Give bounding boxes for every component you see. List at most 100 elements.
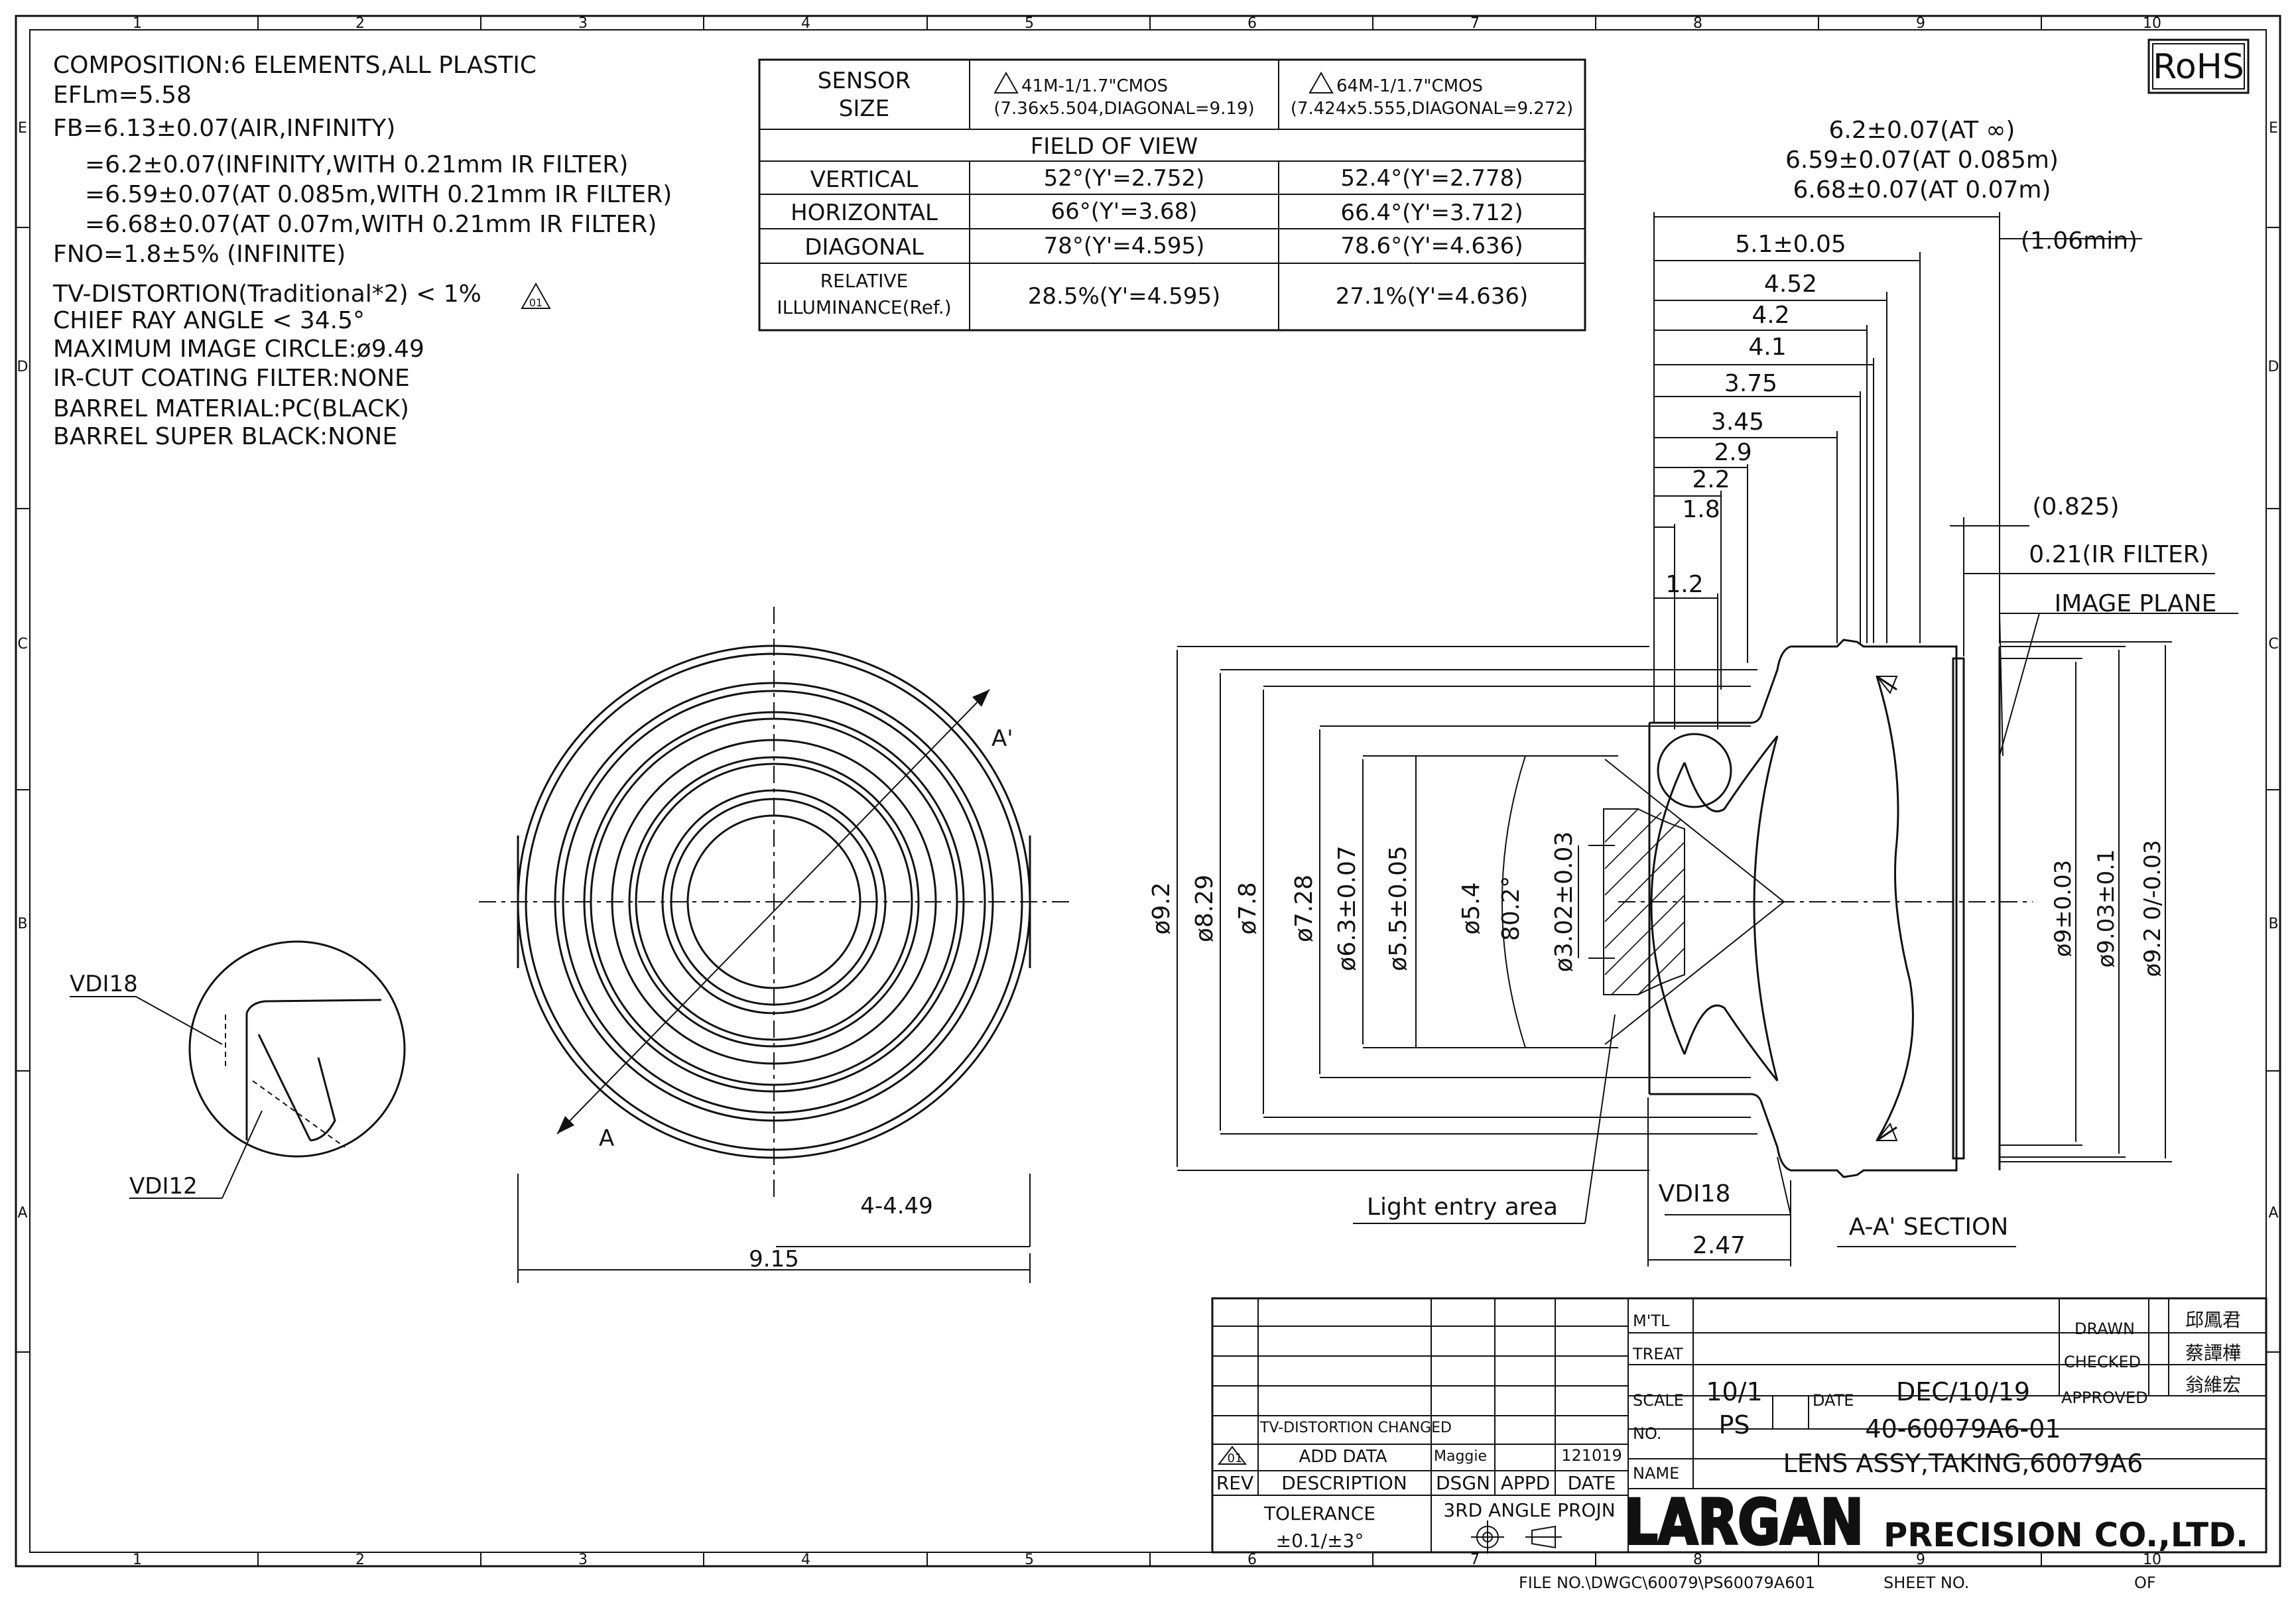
col-label-top: 8 [1693, 15, 1702, 32]
row-label-right: C [2268, 636, 2278, 652]
note-cra: CHIEF RAY ANGLE < 34.5° [53, 307, 365, 334]
label-vdi18: VDI18 [1659, 1180, 1731, 1207]
fov-row-label: VERTICAL [810, 166, 919, 193]
row-label-left: D [17, 359, 29, 375]
drawing-number: 40-60079A6-01 [1865, 1414, 2061, 1444]
sensor-label: SENSOR [818, 68, 911, 94]
row-label-right: E [2269, 120, 2278, 137]
company-logo: LARGAN [1624, 1485, 1865, 1560]
col-label-bottom: 5 [1025, 1552, 1034, 1568]
border-frame [15, 15, 2281, 1568]
dim-v: ø7.28 [1291, 875, 1318, 942]
dim-h: 3.75 [1724, 370, 1777, 397]
col-label-bottom: 8 [1693, 1552, 1702, 1568]
detail-label-vdi18: VDI18 [70, 971, 138, 997]
col-label-top: 5 [1025, 15, 1034, 32]
rohs-stamp: RoHS [2147, 38, 2250, 94]
column-zones: 1 2 3 4 5 6 7 8 9 10 1 2 3 4 5 6 7 8 9 1… [133, 15, 2161, 1568]
drawing-name: LENS ASSY,TAKING,60079A6 [1783, 1449, 2143, 1478]
fov-header: FIELD OF VIEW [1031, 133, 1198, 160]
drawn-label: DRAWN [2074, 1320, 2135, 1338]
col-label-bottom: 4 [801, 1552, 810, 1568]
col-label-bottom: 7 [1470, 1552, 1480, 1568]
name-label: NAME [1633, 1464, 1679, 1483]
fov-row-value: 66.4°(Y'=3.712) [1340, 200, 1523, 226]
dim-h: 5.1±0.05 [1735, 231, 1846, 258]
revision-triangle-icon: 01 [521, 282, 551, 309]
dim-v-right: ø9.2 0/-0.03 [2139, 840, 2166, 977]
mtl-label: M'TL [1633, 1312, 1670, 1330]
fov-row-value: 78.6°(Y'=4.636) [1340, 233, 1523, 259]
sensor-41m-size: (7.36x5.504,DIAGONAL=9.19) [993, 99, 1254, 119]
sensor-label-2: SIZE [839, 95, 889, 122]
rev-dsgn: Maggie [1434, 1448, 1487, 1465]
col-label-top: 9 [1916, 15, 1925, 32]
ri-value: 28.5%(Y'=4.595) [1028, 283, 1220, 310]
date-label: DATE [1813, 1391, 1854, 1410]
col-label-top: 7 [1470, 15, 1480, 32]
dim-min-gap: (1.06min) [2021, 227, 2137, 255]
dim-247: 2.47 [1692, 1232, 1746, 1259]
fov-row-label: HORIZONTAL [791, 200, 938, 226]
rev-desc: ADD DATA [1299, 1447, 1387, 1467]
dim-filter-gap: (0.825) [2032, 493, 2119, 521]
dim-flat: 4-4.49 [860, 1193, 933, 1219]
approved-label: APPROVED [2061, 1389, 2148, 1407]
dim-v: ø9.2 [1148, 882, 1175, 934]
dim-v: ø8.29 [1191, 875, 1218, 942]
row-zones: E D C B A E D C B A [16, 120, 2280, 1353]
dim-v: ø3.02±0.03 [1551, 832, 1578, 973]
dim-ir-filter: 0.21(IR FILTER) [2029, 541, 2209, 568]
ri-label-2: ILLUMINANCE(Ref.) [777, 296, 951, 318]
sensor-64m: 64M-1/1.7"CMOS [1336, 76, 1483, 96]
company-logo-text: LARGAN [1625, 1487, 1864, 1559]
checked-signature: 蔡譚樺 [2185, 1342, 2241, 1364]
label-light-entry: Light entry area [1367, 1194, 1558, 1221]
rohs-text: RoHS [2153, 47, 2244, 87]
detail-view: VDI18 VDI12 [70, 940, 406, 1200]
note-fno: FNO=1.8±5% (INFINITE) [53, 241, 346, 268]
col-label-top: 3 [578, 15, 588, 32]
row-label-left: A [17, 1205, 27, 1221]
fov-row-value: 52.4°(Y'=2.778) [1340, 165, 1523, 192]
date-value: DEC/10/19 [1896, 1377, 2030, 1406]
dim-h: 2.9 [1714, 439, 1752, 466]
scale-value: 10/1 [1706, 1377, 1762, 1406]
dim-v: ø6.3±0.07 [1334, 845, 1361, 971]
label-image-plane: IMAGE PLANE [2055, 590, 2217, 617]
note-fb: FB=6.13±0.07(AIR,INFINITY) [53, 115, 395, 142]
ri-label: RELATIVE [820, 270, 909, 292]
row-label-right: D [2268, 359, 2279, 375]
fb-085m: 6.59±0.07(AT 0.085m) [1785, 147, 2059, 174]
dim-angle: 80.2° [1498, 876, 1525, 941]
revision-triangle-label: 01 [529, 296, 542, 309]
col-label-bottom: 1 [133, 1552, 142, 1568]
fb-infinity: 6.2±0.07(AT ∞) [1829, 117, 2015, 144]
col-label-top: 1 [133, 15, 142, 32]
dim-v: ø5.4 [1458, 882, 1485, 934]
sheet-of: OF [2134, 1574, 2156, 1592]
col-label-bottom: 2 [355, 1552, 365, 1568]
col-label-top: 6 [1247, 15, 1257, 32]
rev-date: 121019 [1561, 1446, 1622, 1465]
hdr-desc: DESCRIPTION [1281, 1472, 1407, 1494]
note-barrel-black: BARREL SUPER BLACK:NONE [53, 423, 397, 450]
fov-row-label: DIAGONAL [804, 234, 924, 261]
section-mark-a-prime: A' [991, 725, 1013, 752]
note-fb-07: =6.68±0.07(AT 0.07m,WITH 0.21mm IR FILTE… [85, 211, 657, 238]
sensor-fov-table: SENSOR SIZE 41M-1/1.7"CMOS (7.36x5.504,D… [758, 58, 1586, 332]
col-label-bottom: 10 [2143, 1552, 2161, 1568]
checked-label: CHECKED [2064, 1353, 2141, 1371]
hdr-appd: APPD [1501, 1472, 1550, 1494]
col-label-bottom: 3 [578, 1552, 588, 1568]
note-ir-cut: IR-CUT COATING FILTER:NONE [53, 365, 410, 392]
sensor-64m-size: (7.424x5.555,DIAGONAL=9.272) [1291, 99, 1573, 119]
row-label-right: B [2268, 916, 2278, 932]
title-block: TV-DISTORTION CHANGED 01 ADD DATA Maggie… [1211, 1297, 2267, 1560]
dim-v-right: ø9±0.03 [2050, 860, 2076, 957]
footer: FILE NO.\DWGC\60079\PS60079A601 SHEET NO… [1519, 1574, 2156, 1592]
treat-label: TREAT [1632, 1345, 1683, 1363]
dim-h: 3.45 [1711, 408, 1764, 436]
detail-label-vdi12: VDI12 [129, 1173, 198, 1200]
